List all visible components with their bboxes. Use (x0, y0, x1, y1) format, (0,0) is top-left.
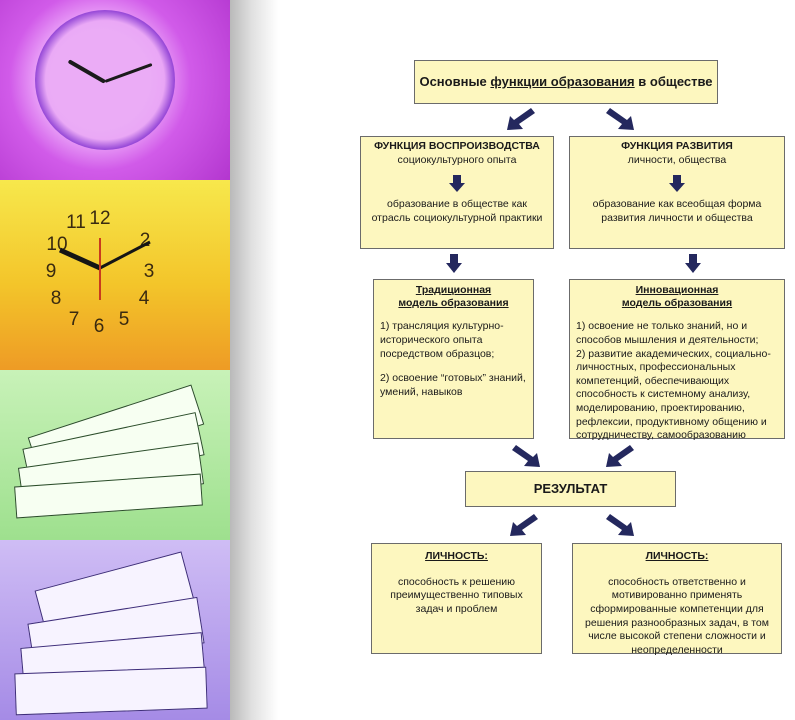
title-suffix: в обществе (638, 73, 713, 89)
title-link: функции образования (490, 73, 635, 89)
person-innovative-box: ЛИЧНОСТЬ: способность ответственно и мот… (572, 543, 782, 656)
model-items: 1) трансляция культурно-исторического оп… (380, 320, 527, 399)
decorative-photo-strip: 12 2 3 4 5 6 7 8 9 10 11 (0, 0, 230, 720)
model-heading: модель образования (398, 297, 509, 310)
result-box: РЕЗУЛЬТАТ (465, 471, 676, 507)
arrow-down-left-icon (510, 514, 538, 536)
arrow-down-left-icon (606, 445, 634, 467)
arrow-down-right-icon (606, 108, 634, 130)
model-heading: Инновационная (635, 284, 719, 296)
diagram-title: Основные функции образования в обществе (414, 60, 718, 104)
svg-text:7: 7 (69, 309, 80, 330)
function-description: образование в обществе как отрасль социо… (371, 198, 543, 224)
svg-text:12: 12 (89, 208, 110, 229)
arrow-down-icon (669, 175, 685, 193)
title-prefix: Основные (419, 73, 487, 89)
model-item: 2) освоение “готовых” знаний, умений, на… (380, 372, 526, 398)
model-item: 1) освоение не только знаний, но и спосо… (576, 320, 759, 346)
function-description: образование как всеобщая форма развития … (592, 198, 762, 224)
svg-text:2: 2 (140, 230, 151, 251)
person-traditional-box: ЛИЧНОСТЬ: способность к решению преимуще… (371, 543, 542, 654)
person-heading: ЛИЧНОСТЬ: (425, 550, 488, 562)
orange-clock-panel: 12 2 3 4 5 6 7 8 9 10 11 (0, 180, 230, 370)
svg-text:6: 6 (94, 316, 105, 337)
paper-stack-icon (14, 666, 208, 716)
function-subheading: личности, общества (627, 153, 727, 166)
svg-text:11: 11 (66, 212, 86, 233)
violet-papers-panel (0, 540, 230, 720)
function-heading: ФУНКЦИЯ РАЗВИТИЯ (621, 140, 733, 152)
person-description: способность ответственно и мотивированно… (585, 575, 769, 656)
arrow-down-right-icon (512, 445, 540, 467)
person-heading: ЛИЧНОСТЬ: (645, 550, 709, 562)
arrow-down-right-icon (606, 514, 634, 536)
svg-text:8: 8 (51, 288, 62, 309)
function-development-box: ФУНКЦИЯ РАЗВИТИЯ личности, общества обра… (569, 136, 785, 249)
innovative-model-box: Инновационная модель образования 1) осво… (569, 279, 785, 441)
arrow-down-icon (449, 175, 465, 193)
svg-text:5: 5 (119, 309, 130, 330)
function-reproduction-box: ФУНКЦИЯ ВОСПРОИЗВОДСТВА социокультурного… (360, 136, 554, 249)
model-heading: Традиционная (415, 284, 492, 296)
arrow-down-icon (685, 254, 701, 273)
function-subheading: социокультурного опыта (397, 153, 517, 166)
svg-text:9: 9 (46, 261, 57, 282)
green-papers-panel (0, 370, 230, 540)
clock-numerals-icon: 12 2 3 4 5 6 7 8 9 10 11 (46, 208, 155, 337)
svg-text:3: 3 (144, 261, 155, 282)
model-item: 2) развитие академических, социально-лич… (576, 347, 771, 442)
model-item: 1) трансляция культурно-исторического оп… (380, 320, 504, 360)
model-heading: модель образования (621, 297, 733, 310)
model-items: 1) освоение не только знаний, но и спосо… (576, 320, 778, 443)
purple-clock-panel (0, 0, 230, 180)
arrow-down-icon (446, 254, 462, 273)
traditional-model-box: Традиционная модель образования 1) транс… (373, 279, 534, 439)
svg-text:4: 4 (139, 288, 150, 309)
arrow-down-left-icon (507, 108, 535, 130)
person-description: способность к решению преимущественно ти… (390, 575, 523, 615)
result-label: РЕЗУЛЬТАТ (533, 480, 608, 496)
function-heading: ФУНКЦИЯ ВОСПРОИЗВОДСТВА (374, 140, 540, 152)
strip-shadow (230, 0, 278, 720)
